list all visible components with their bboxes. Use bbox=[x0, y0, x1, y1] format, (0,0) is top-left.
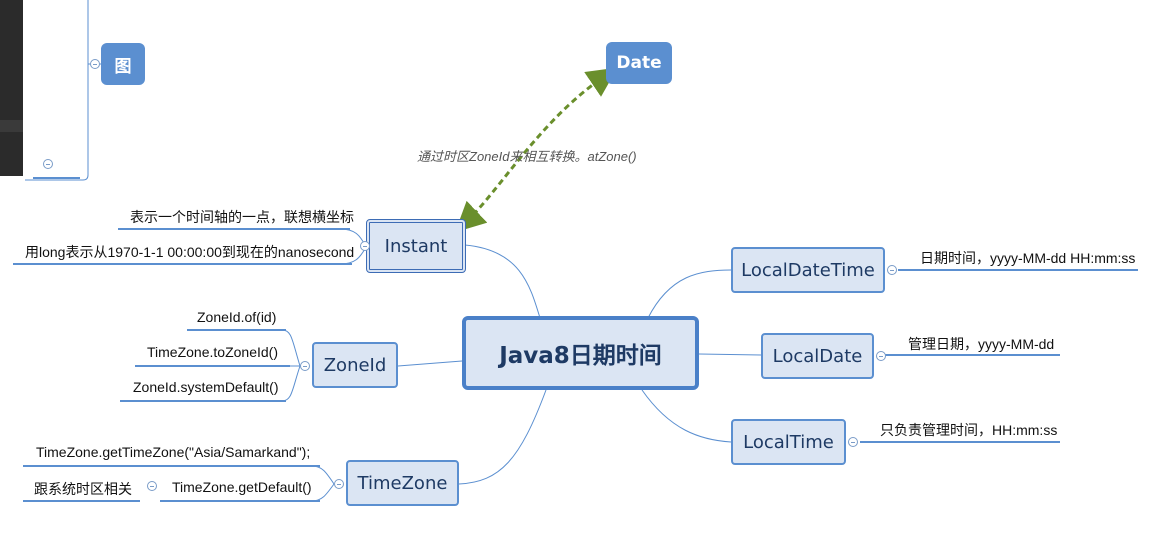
localdatetime-collapse-icon[interactable] bbox=[887, 265, 897, 275]
localtime-leaf: 只负责管理时间，HH:mm:ss bbox=[880, 422, 1058, 438]
branch-localtime-label: LocalTime bbox=[743, 431, 834, 453]
branch-timezone[interactable]: TimeZone bbox=[346, 460, 459, 506]
image-node-collapse-icon[interactable] bbox=[90, 59, 100, 69]
branch-zoneid-label: ZoneId bbox=[323, 354, 387, 376]
branch-localdatetime[interactable]: LocalDateTime bbox=[731, 247, 885, 293]
instant-leaf-2: 用long表示从1970-1-1 00:00:00到现在的nanosecond bbox=[25, 244, 355, 260]
left-panel-strip bbox=[0, 0, 23, 176]
connector-localdate bbox=[698, 353, 762, 356]
connector-localtime bbox=[641, 389, 732, 443]
relation-arrow bbox=[455, 67, 618, 233]
localdatetime-leaf: 日期时间，yyyy-MM-dd HH:mm:ss bbox=[920, 250, 1136, 266]
localtime-collapse-icon[interactable] bbox=[848, 437, 858, 447]
connector-timezone bbox=[458, 389, 547, 485]
localdate-leaf: 管理日期，yyyy-MM-dd bbox=[908, 336, 1055, 352]
zoneid-leaf-3: ZoneId.systemDefault() bbox=[133, 379, 279, 395]
connector-zoneid bbox=[397, 360, 463, 367]
zoneid-leaf-2: TimeZone.toZoneId() bbox=[147, 344, 278, 360]
connector-instant bbox=[464, 244, 541, 319]
left-panel-strip-highlight bbox=[0, 120, 23, 132]
branch-instant-label: Instant bbox=[384, 235, 448, 257]
branch-timezone-label: TimeZone bbox=[357, 472, 448, 494]
date-node-label: Date bbox=[616, 53, 662, 73]
instant-leaf-1: 表示一个时间轴的一点，联想横坐标 bbox=[130, 209, 354, 225]
branch-instant[interactable]: Instant bbox=[366, 219, 466, 273]
connector-localdatetime bbox=[647, 269, 732, 319]
central-topic-label: Java8日期时间 bbox=[499, 343, 662, 369]
central-topic[interactable]: Java8日期时间 bbox=[462, 316, 699, 390]
branch-localdatetime-label: LocalDateTime bbox=[741, 259, 875, 281]
branch-zoneid[interactable]: ZoneId bbox=[312, 342, 398, 388]
instant-collapse-icon[interactable] bbox=[360, 241, 370, 251]
timezone-leaf-2: TimeZone.getDefault() bbox=[172, 479, 312, 495]
zoneid-collapse-icon[interactable] bbox=[300, 361, 310, 371]
relation-note: 通过时区ZoneId来相互转换。atZone() bbox=[417, 149, 637, 164]
branch-localdate[interactable]: LocalDate bbox=[761, 333, 874, 379]
frame-collapse-icon[interactable] bbox=[43, 159, 53, 169]
timezone-leaf-2-collapse-icon[interactable] bbox=[147, 481, 157, 491]
branch-localdate-label: LocalDate bbox=[772, 345, 863, 367]
image-node-label: 图 bbox=[114, 56, 132, 77]
image-node[interactable]: 图 bbox=[101, 43, 145, 85]
branch-localtime[interactable]: LocalTime bbox=[731, 419, 846, 465]
timezone-collapse-icon[interactable] bbox=[334, 479, 344, 489]
localdate-collapse-icon[interactable] bbox=[876, 351, 886, 361]
date-node[interactable]: Date bbox=[606, 42, 672, 84]
timezone-subleaf: 跟系统时区相关 bbox=[34, 481, 132, 497]
zoneid-leaf-1: ZoneId.of(id) bbox=[197, 309, 277, 325]
timezone-leaf-1: TimeZone.getTimeZone("Asia/Samarkand"); bbox=[36, 444, 311, 460]
frame-connector bbox=[25, 0, 89, 181]
